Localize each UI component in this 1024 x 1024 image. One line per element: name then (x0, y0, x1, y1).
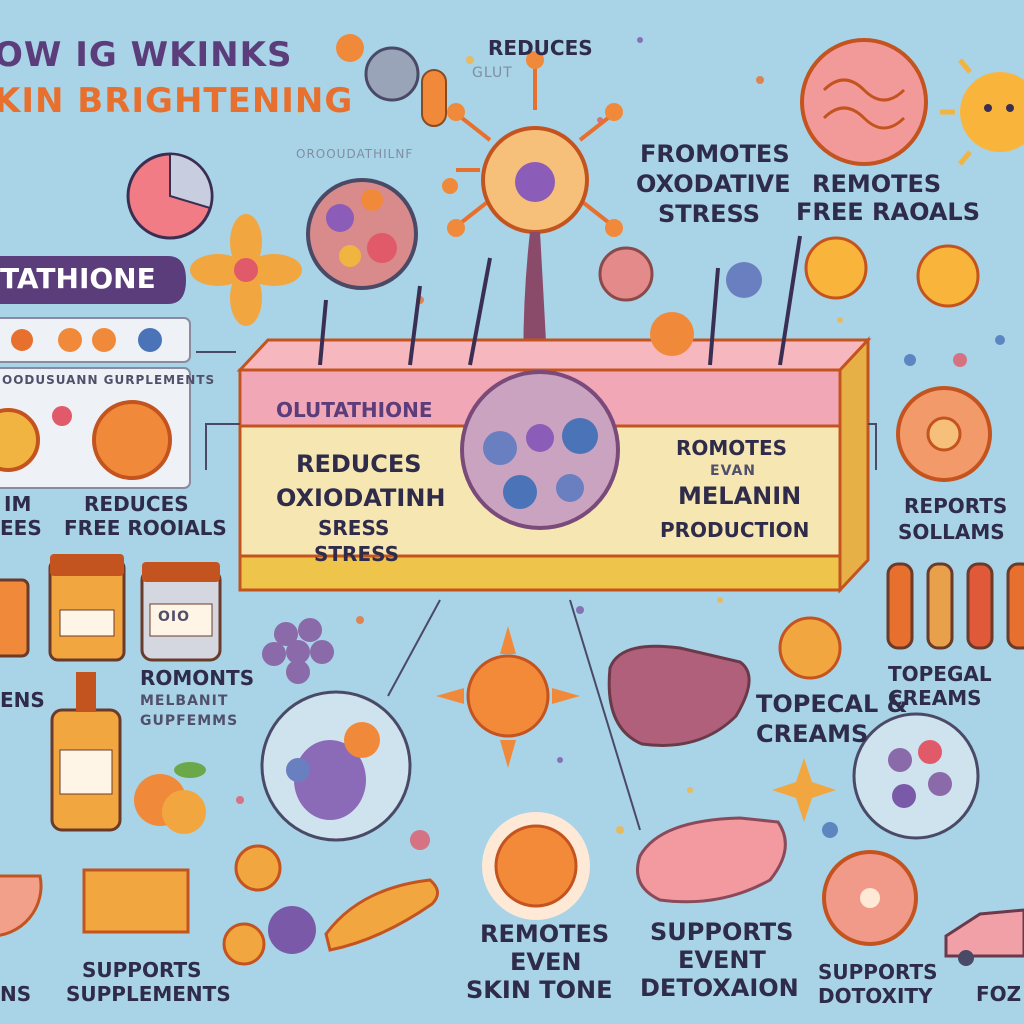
remotes-line-1: REMOTES (812, 170, 942, 198)
supports-detox-line-1: SUPPORTS (650, 918, 794, 946)
left-cut-line-2: EES (0, 516, 42, 540)
remotes-even-line-1: REMOTES (480, 920, 610, 948)
reduces-top-label: REDUCES (488, 36, 593, 60)
remotes-line-2: FREE RAOALS (796, 198, 980, 226)
supports-dot-line-1: SUPPORTS (818, 960, 938, 984)
pie-chart-icon (126, 152, 214, 240)
lace-flower-icon (896, 386, 992, 482)
grapefruit-icon (822, 850, 918, 946)
remotes-even-line-3: SKIN TONE (466, 976, 613, 1004)
orange-slice-icon (778, 616, 842, 680)
romonts-line-2: MELBANIT (140, 693, 229, 709)
promotes-line-1: FROMOTES (640, 140, 790, 168)
topecal-line-2: CREAMS (756, 720, 869, 748)
left-ens-label: ENS (0, 688, 45, 712)
smiling-sun-icon (436, 626, 580, 768)
romonts-line-1: ROMONTS (140, 666, 255, 690)
liver-icon (607, 644, 751, 747)
reports-line-1: REPORTS (904, 494, 1008, 518)
ns-label: NS (0, 982, 32, 1006)
magnified-cells-icon (306, 178, 418, 290)
skin-stress-label-1: SRESS (318, 516, 390, 540)
orange-cell-icon (482, 812, 590, 920)
sun-icon (940, 58, 1024, 166)
title-line-2: KIN BRIGHTENING (0, 81, 354, 121)
magnified-face-icon (260, 690, 412, 842)
supports-supplements-line-2: SUPPLEMENTS (66, 982, 231, 1006)
romonts-line-3: GUPFEMMS (140, 713, 239, 729)
left-supplement-cards (0, 317, 191, 489)
supports-detox-line-3: DETOXAION (640, 974, 799, 1002)
topical-right-line-2: CREAMS (888, 686, 982, 710)
romotes-label-1: ROMOTES (676, 436, 788, 460)
flower-icon (190, 214, 302, 326)
romotes-label-2: EVAN (710, 463, 756, 479)
peach-icon (134, 762, 206, 834)
ghost-label-top: OROOUDATHILNF (296, 147, 414, 161)
remotes-even-line-2: EVEN (510, 948, 582, 976)
grapes-icon (262, 618, 334, 684)
jar-label: OIO (158, 609, 191, 625)
reduces-left-line-2: FREE ROOIALS (64, 516, 227, 540)
left-cut-line-1: IM (4, 492, 32, 516)
berries-circle-icon (852, 712, 980, 840)
production-label: PRODUCTION (660, 518, 810, 542)
skin-oxidative-label: OXIODATINH (276, 484, 446, 512)
supports-supplements-line-1: SUPPORTS (82, 958, 202, 982)
reduces-top-sub: GLUT (472, 65, 513, 81)
melanin-label: MELANIN (678, 482, 802, 510)
banner-label: TATHIONE (0, 262, 156, 295)
skin-stress-label-2: STRESS (314, 542, 400, 566)
left-panel-heading: OODUSUANN GURPLEMENTS (2, 373, 216, 387)
right-orange-discs (598, 236, 980, 356)
foz-label: FOZ (976, 982, 1022, 1006)
supplement-jars (0, 554, 222, 832)
reports-line-2: SOLLAMS (898, 520, 1005, 544)
skin-cross-section (236, 235, 872, 594)
topecal-line-1: TOPECAL & (756, 690, 908, 718)
skin-slab-icon (636, 816, 787, 904)
supports-detox-line-2: EVENT (678, 946, 766, 974)
glutathione-banner (0, 256, 186, 304)
topical-right-line-1: TOPEGAL (888, 662, 992, 686)
promotes-line-2: OXODATIVE (636, 170, 791, 198)
skin-reduces-label: REDUCES (296, 450, 422, 478)
top-capsule-icons (336, 34, 447, 127)
title-line-1: OW IG WKINKS (0, 35, 293, 75)
car-icon (944, 908, 1024, 966)
sparkle-icon (772, 758, 836, 822)
test-tubes-icon (886, 562, 1024, 650)
promotes-line-3: STRESS (658, 200, 761, 228)
reduces-left-line-1: REDUCES (84, 492, 189, 516)
bottom-left-items (0, 844, 439, 966)
supports-dot-line-2: DOTOXITY (818, 984, 933, 1008)
connector-lines (196, 351, 877, 831)
pink-cell-pattern (800, 38, 928, 166)
skin-glutathione-label: OLUTATHIONE (276, 398, 433, 422)
